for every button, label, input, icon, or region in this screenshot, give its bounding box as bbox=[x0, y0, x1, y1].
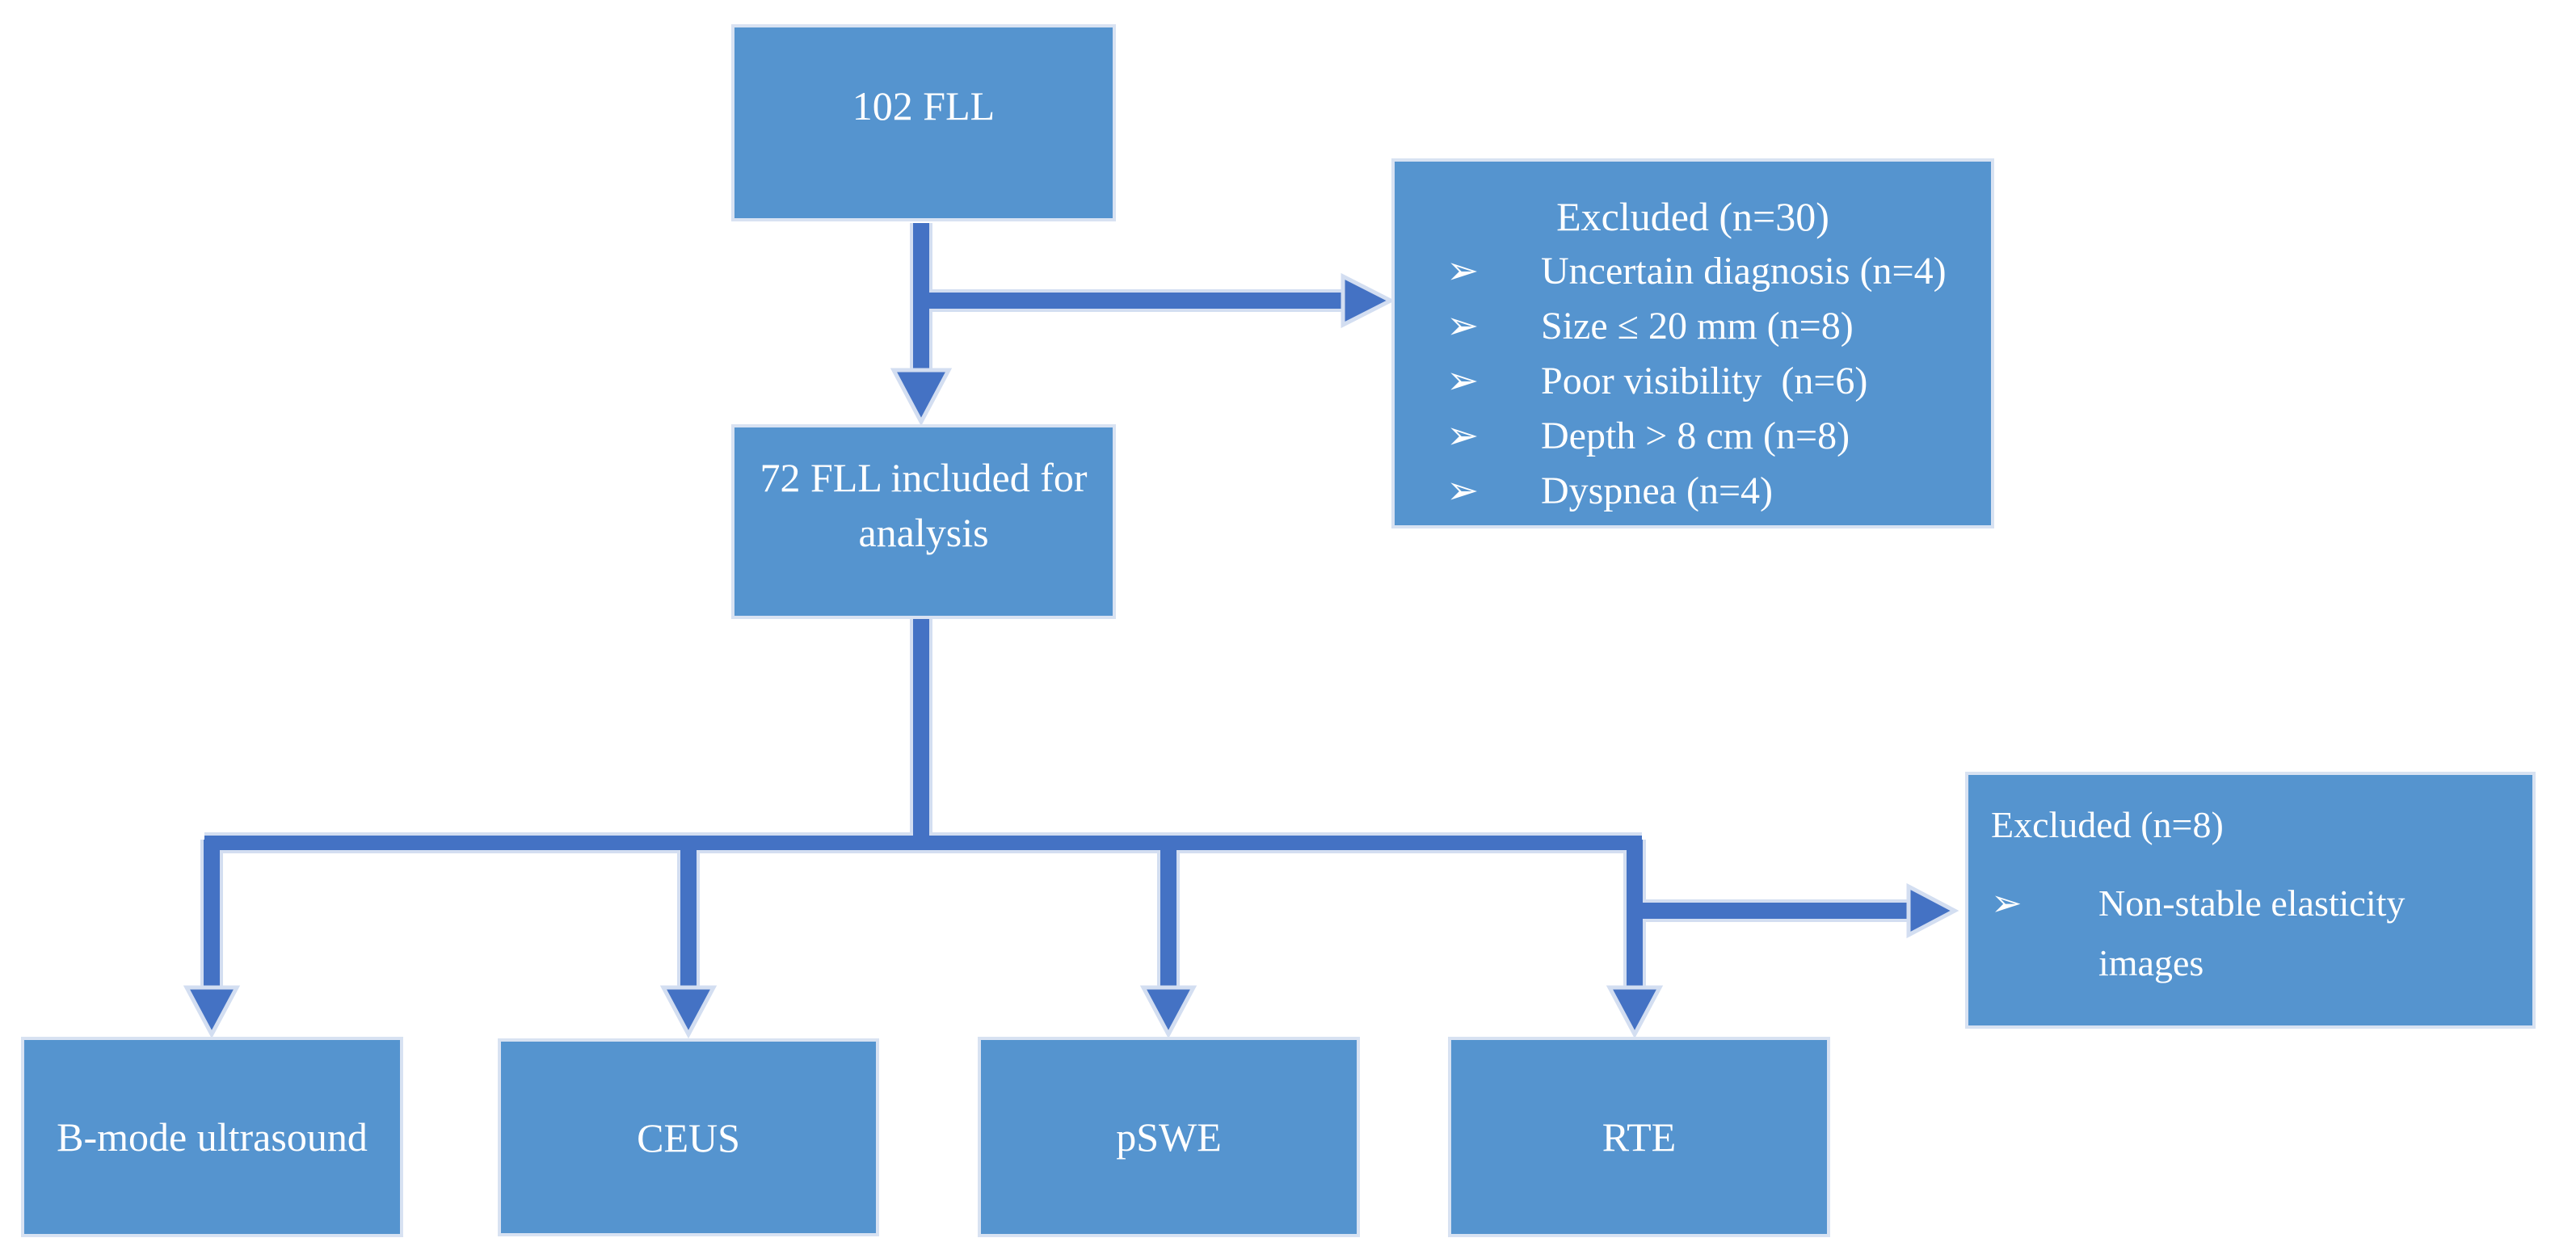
arrowhead-down-included bbox=[890, 368, 953, 427]
node-excluded-elasticity: Excluded (n=8) ➢ Non-stable elasticity i… bbox=[1965, 772, 2536, 1029]
node-bmode-label: B-mode ultrasound bbox=[57, 1114, 368, 1160]
list-item-text: Dyspnea (n=4) bbox=[1541, 469, 1773, 512]
arrow-heads bbox=[183, 272, 1959, 1039]
node-rte: RTE bbox=[1448, 1037, 1830, 1237]
bullet-arrow-icon: ➢ bbox=[1446, 250, 1480, 293]
list-item: ➢ Uncertain diagnosis (n=4) bbox=[1395, 244, 1991, 299]
node-included-label: 72 FLL included for analysis bbox=[760, 454, 1088, 555]
bullet-arrow-icon: ➢ bbox=[1446, 360, 1480, 402]
list-item-text: Depth > 8 cm (n=8) bbox=[1541, 415, 1850, 457]
arrowhead-down-rte bbox=[1606, 985, 1664, 1039]
node-excluded-initial: Excluded (n=30) ➢ Uncertain diagnosis (n… bbox=[1391, 158, 1994, 528]
list-item-text: Size ≤ 20 mm (n=8) bbox=[1541, 305, 1854, 347]
arrow-shafts bbox=[204, 223, 1909, 989]
excluded-initial-list: ➢ Uncertain diagnosis (n=4) ➢ Size ≤ 20 … bbox=[1395, 244, 1991, 519]
excluded-elasticity-title: Excluded (n=8) bbox=[1991, 804, 2224, 845]
node-bmode: B-mode ultrasound bbox=[21, 1037, 403, 1237]
arrowhead-down-pswe bbox=[1139, 985, 1198, 1039]
node-pswe-label: pSWE bbox=[1116, 1114, 1222, 1160]
list-item-text: Uncertain diagnosis (n=4) bbox=[1541, 250, 1947, 293]
list-item: ➢ Dyspnea (n=4) bbox=[1395, 464, 1991, 519]
list-item-text: Poor visibility (n=6) bbox=[1541, 360, 1868, 402]
bullet-arrow-icon: ➢ bbox=[1446, 305, 1480, 347]
list-item-text: Non-stable elasticity images bbox=[2098, 882, 2414, 983]
node-pswe: pSWE bbox=[978, 1037, 1360, 1237]
bullet-arrow-icon: ➢ bbox=[1446, 469, 1480, 512]
node-ceus: CEUS bbox=[498, 1038, 879, 1236]
excluded-elasticity-list: ➢ Non-stable elasticity images bbox=[1991, 874, 2510, 993]
arrowhead-right-excluded-initial bbox=[1341, 272, 1395, 329]
arrowhead-down-bmode bbox=[183, 985, 241, 1039]
node-total: 102 FLL bbox=[731, 24, 1116, 221]
excluded-initial-title: Excluded (n=30) bbox=[1556, 194, 1829, 239]
list-item: ➢ Non-stable elasticity images bbox=[1991, 874, 2510, 993]
bullet-arrow-icon: ➢ bbox=[1446, 415, 1480, 457]
arrowhead-down-ceus bbox=[659, 985, 718, 1039]
bullet-arrow-icon: ➢ bbox=[1991, 882, 2022, 924]
list-item: ➢ Size ≤ 20 mm (n=8) bbox=[1395, 299, 1991, 354]
node-rte-label: RTE bbox=[1602, 1114, 1677, 1160]
list-item: ➢ Depth > 8 cm (n=8) bbox=[1395, 409, 1991, 464]
node-ceus-label: CEUS bbox=[637, 1114, 740, 1160]
arrowhead-right-excluded-elasticity bbox=[1906, 882, 1959, 939]
list-item: ➢ Poor visibility (n=6) bbox=[1395, 354, 1991, 409]
node-included: 72 FLL included for analysis bbox=[731, 424, 1116, 619]
node-total-label: 102 FLL bbox=[852, 83, 995, 128]
